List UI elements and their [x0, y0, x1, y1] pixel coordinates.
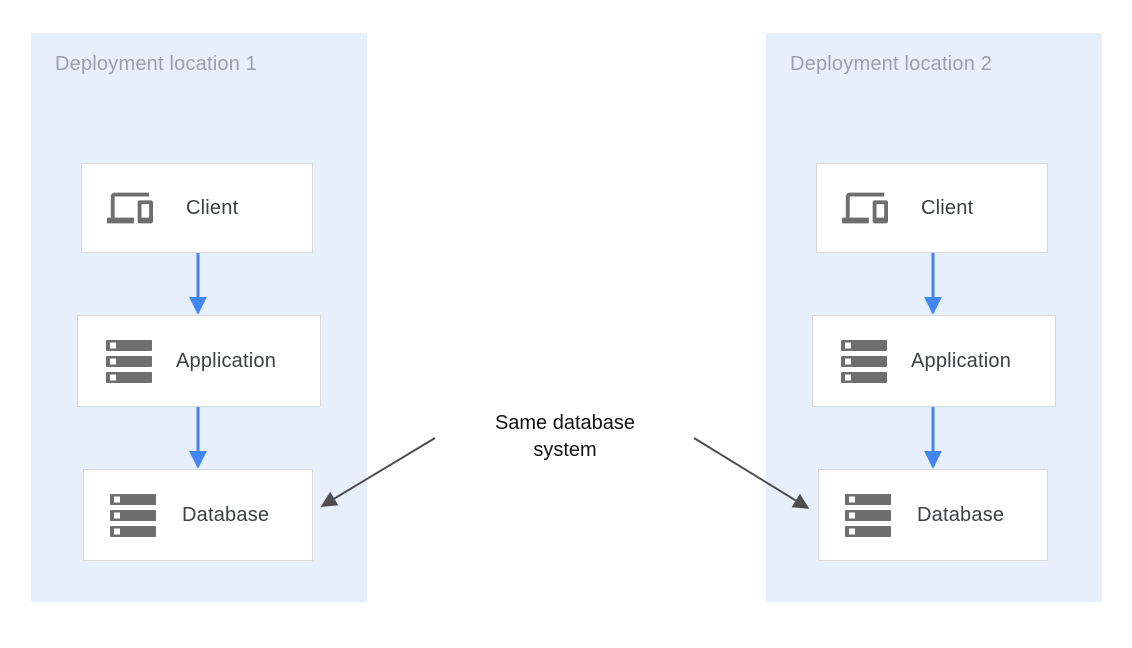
client-node: Client: [81, 163, 313, 253]
application-node: Application: [812, 315, 1056, 407]
node-label: Database: [917, 503, 1005, 526]
server-stack-icon: [841, 339, 887, 383]
devices-icon: [839, 185, 891, 231]
deployment-location-1-panel: Deployment location 1 Client A: [31, 33, 367, 602]
panel-title: Deployment location 2: [790, 53, 993, 75]
deployment-location-2-panel: Deployment location 2 Client A: [766, 33, 1102, 602]
panel-title: Deployment location 1: [55, 53, 258, 75]
node-label: Database: [182, 503, 270, 526]
server-stack-icon: [106, 339, 152, 383]
annotation-same-database-system: Same database system: [494, 412, 636, 461]
node-label: Application: [911, 349, 1012, 372]
database-node: Database: [83, 469, 313, 561]
node-label: Client: [186, 196, 239, 219]
server-stack-icon: [845, 493, 891, 537]
client-node: Client: [816, 163, 1048, 253]
application-node: Application: [77, 315, 321, 407]
devices-icon: [104, 185, 156, 231]
server-stack-icon: [110, 493, 156, 537]
node-label: Application: [176, 349, 277, 372]
node-label: Client: [921, 196, 974, 219]
database-node: Database: [818, 469, 1048, 561]
